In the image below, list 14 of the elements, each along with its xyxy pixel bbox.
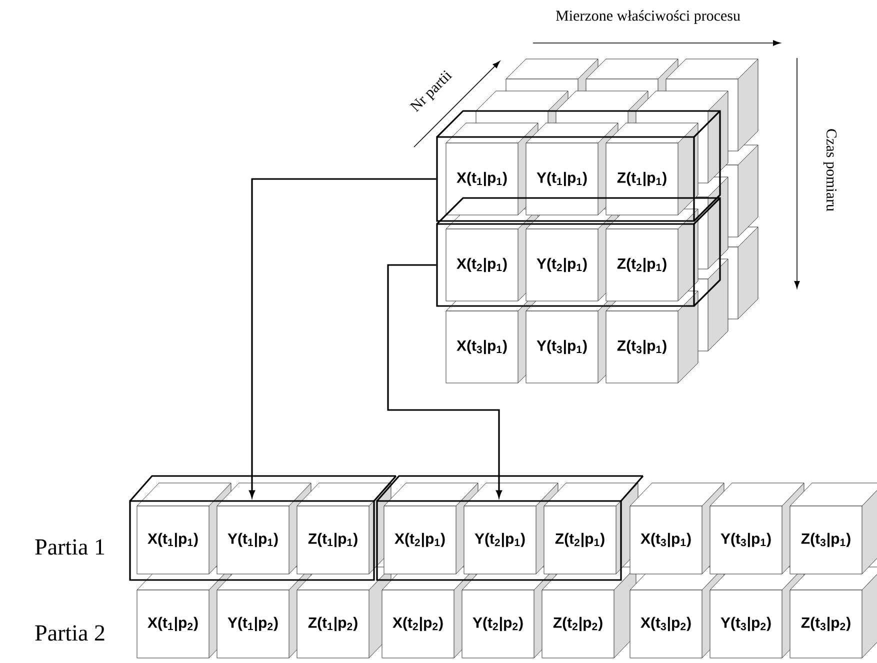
cube-cell: Z(t$_{2}$|p$_{1}$) bbox=[544, 482, 638, 574]
highlight-frame bbox=[436, 110, 721, 222]
connector-arrow bbox=[249, 178, 436, 498]
connector-arrow bbox=[387, 264, 502, 498]
axis-label: Czas pomiaru bbox=[823, 129, 837, 212]
row-label: Partia 2 bbox=[35, 625, 104, 641]
cube-cell: Z(t$_{3}$|p$_{2}$) bbox=[790, 566, 877, 658]
cube-cell: Z(t$_{1}$|p$_{1}$) bbox=[606, 122, 698, 216]
cube-cell: Z(t$_{1}$|p$_{1}$) bbox=[296, 482, 392, 574]
cube-cell: Z(t$_{3}$|p$_{1}$) bbox=[790, 482, 877, 574]
cube-cell: Z(t$_{2}$|p$_{1}$) bbox=[606, 208, 698, 302]
axis-label: Mierzone właściwości procesu bbox=[556, 10, 740, 24]
highlight-frame bbox=[436, 197, 721, 307]
row-label: Partia 1 bbox=[35, 539, 104, 555]
